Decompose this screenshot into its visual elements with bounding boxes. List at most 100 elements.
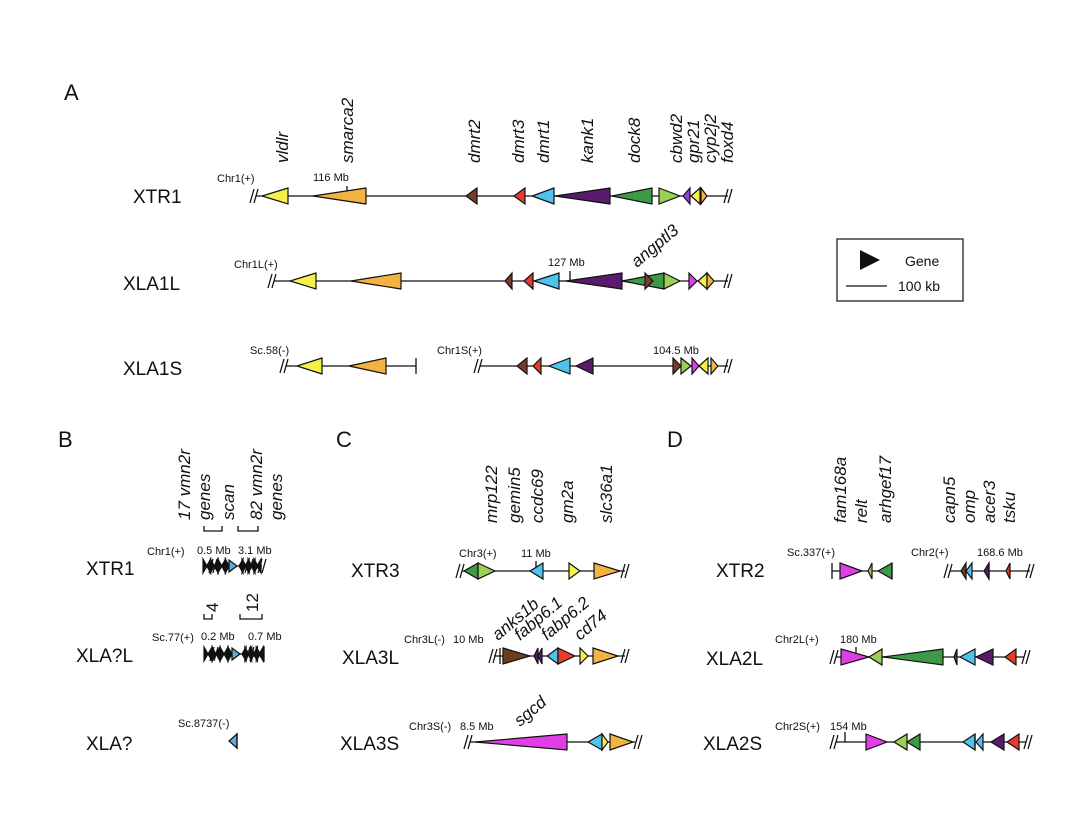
break-mark (267, 273, 273, 289)
row-label: XLA1L (123, 274, 180, 295)
break-mark (463, 734, 469, 750)
chrom-label: Chr3S(-) (409, 721, 451, 733)
gene-arrow (658, 187, 682, 205)
gene-arrow (259, 187, 289, 205)
legend: Gene 100 kb (836, 238, 964, 302)
gene-arrow (965, 561, 973, 581)
break-mark (1027, 734, 1033, 750)
gene-arrow (554, 187, 611, 205)
gene-arrow (690, 186, 701, 206)
gene-arrow (983, 560, 990, 582)
gene-label: 17 vmn2r (175, 448, 194, 520)
position-label: 8.5 Mb (460, 721, 494, 733)
gene-label: genes (267, 473, 286, 520)
chrom-label: Chr3(+) (459, 548, 497, 560)
gene-label: dmrt3 (509, 119, 528, 163)
gene-label: cyp2j2 (701, 113, 720, 163)
bracket (203, 526, 223, 532)
gene-arrow (219, 644, 225, 664)
break-mark (723, 358, 729, 374)
gene-arrow (840, 648, 872, 666)
break-mark (1025, 649, 1031, 665)
gene-label: dock8 (625, 117, 644, 163)
gene-arrow (530, 187, 555, 205)
break-mark (477, 358, 483, 374)
position-label: 3.1 Mb (238, 545, 272, 557)
break-mark (261, 558, 267, 574)
chrom-label: Chr3L(-) (404, 634, 445, 646)
bracket (237, 526, 259, 532)
gene-arrow (975, 732, 984, 752)
panel-a-gene-labels: vldlr smarca2 dmrt2 dmrt3 dmrt1 kank1 do… (273, 97, 737, 271)
chrom-label: Sc.8737(-) (178, 718, 229, 730)
gene-label: capn5 (940, 476, 959, 523)
gene-arrow (1005, 562, 1011, 580)
gene-arrow (255, 644, 261, 664)
position-label: 180 Mb (840, 634, 877, 646)
gene-arrow (839, 562, 864, 580)
gene-arrow (502, 647, 533, 665)
gene-label: acer3 (980, 480, 999, 523)
gene-arrow (958, 648, 976, 666)
break-mark (249, 646, 255, 662)
gene-arrow (537, 647, 543, 665)
gene-label: gpr21 (684, 120, 703, 163)
gene-arrow (504, 271, 513, 291)
break-mark (248, 558, 254, 574)
break-mark (637, 734, 643, 750)
gene-arrow (231, 646, 241, 662)
gene-arrow (547, 357, 571, 375)
legend-scale-label: 100 kb (898, 278, 940, 294)
gene-label: angptl3 (627, 220, 682, 271)
chrom-label: Chr1S(+) (437, 345, 482, 357)
break-mark (212, 558, 218, 574)
gene-arrow (672, 356, 682, 376)
break-mark (257, 558, 263, 574)
break-mark (1023, 734, 1029, 750)
break-mark (253, 188, 259, 204)
gene-label: gemin5 (505, 467, 524, 523)
position-label: 127 Mb (548, 257, 585, 269)
gene-arrow (227, 644, 233, 664)
gene-arrow (545, 646, 559, 666)
gene-tracks (202, 186, 1035, 752)
gene-label: dmrt1 (534, 120, 553, 163)
break-mark (723, 188, 729, 204)
gene-arrow (295, 357, 323, 375)
gene-label: slc36a1 (597, 464, 616, 523)
gene-label: sgcd (510, 692, 550, 730)
gene-arrow (682, 186, 691, 206)
gene-arrow (867, 562, 873, 580)
gene-label: relt (852, 498, 871, 523)
gene-arrow (698, 356, 709, 376)
gene-label: cbwd2 (667, 113, 686, 163)
row-label: XTR1 (86, 559, 135, 580)
position-label: 0.2 Mb (201, 631, 235, 643)
row-label: XLA3S (340, 734, 399, 755)
gene-arrow (568, 561, 582, 581)
row-label: XTR3 (351, 561, 400, 582)
gene-label: omp (960, 490, 979, 523)
gene-arrow (528, 561, 544, 581)
position-label: 154 Mb (830, 721, 867, 733)
chrom-label: Sc.58(-) (250, 345, 289, 357)
break-mark (245, 646, 251, 662)
position-label: 11 Mb (521, 548, 551, 560)
gene-label: 82 vmn2r (247, 448, 266, 520)
break-mark (244, 558, 250, 574)
chrom-label: Sc.337(+) (787, 547, 835, 559)
panel-c-gene-labels: mrp122 gemin5 ccdc69 gm2a slc36a1 anks1b… (482, 464, 616, 730)
gene-arrow (516, 356, 528, 376)
gene-arrow (574, 357, 594, 375)
gene-arrow (700, 186, 708, 206)
legend-box (836, 238, 964, 302)
gene-arrow (258, 644, 264, 664)
gene-arrow (953, 648, 958, 666)
position-label: 0.5 Mb (197, 545, 231, 557)
break-mark (208, 558, 214, 574)
gene-arrow (892, 732, 908, 752)
gene-arrow (241, 556, 247, 576)
gene-arrow (663, 272, 682, 290)
panel-letter-c: C (336, 427, 352, 452)
break-mark (488, 648, 494, 664)
